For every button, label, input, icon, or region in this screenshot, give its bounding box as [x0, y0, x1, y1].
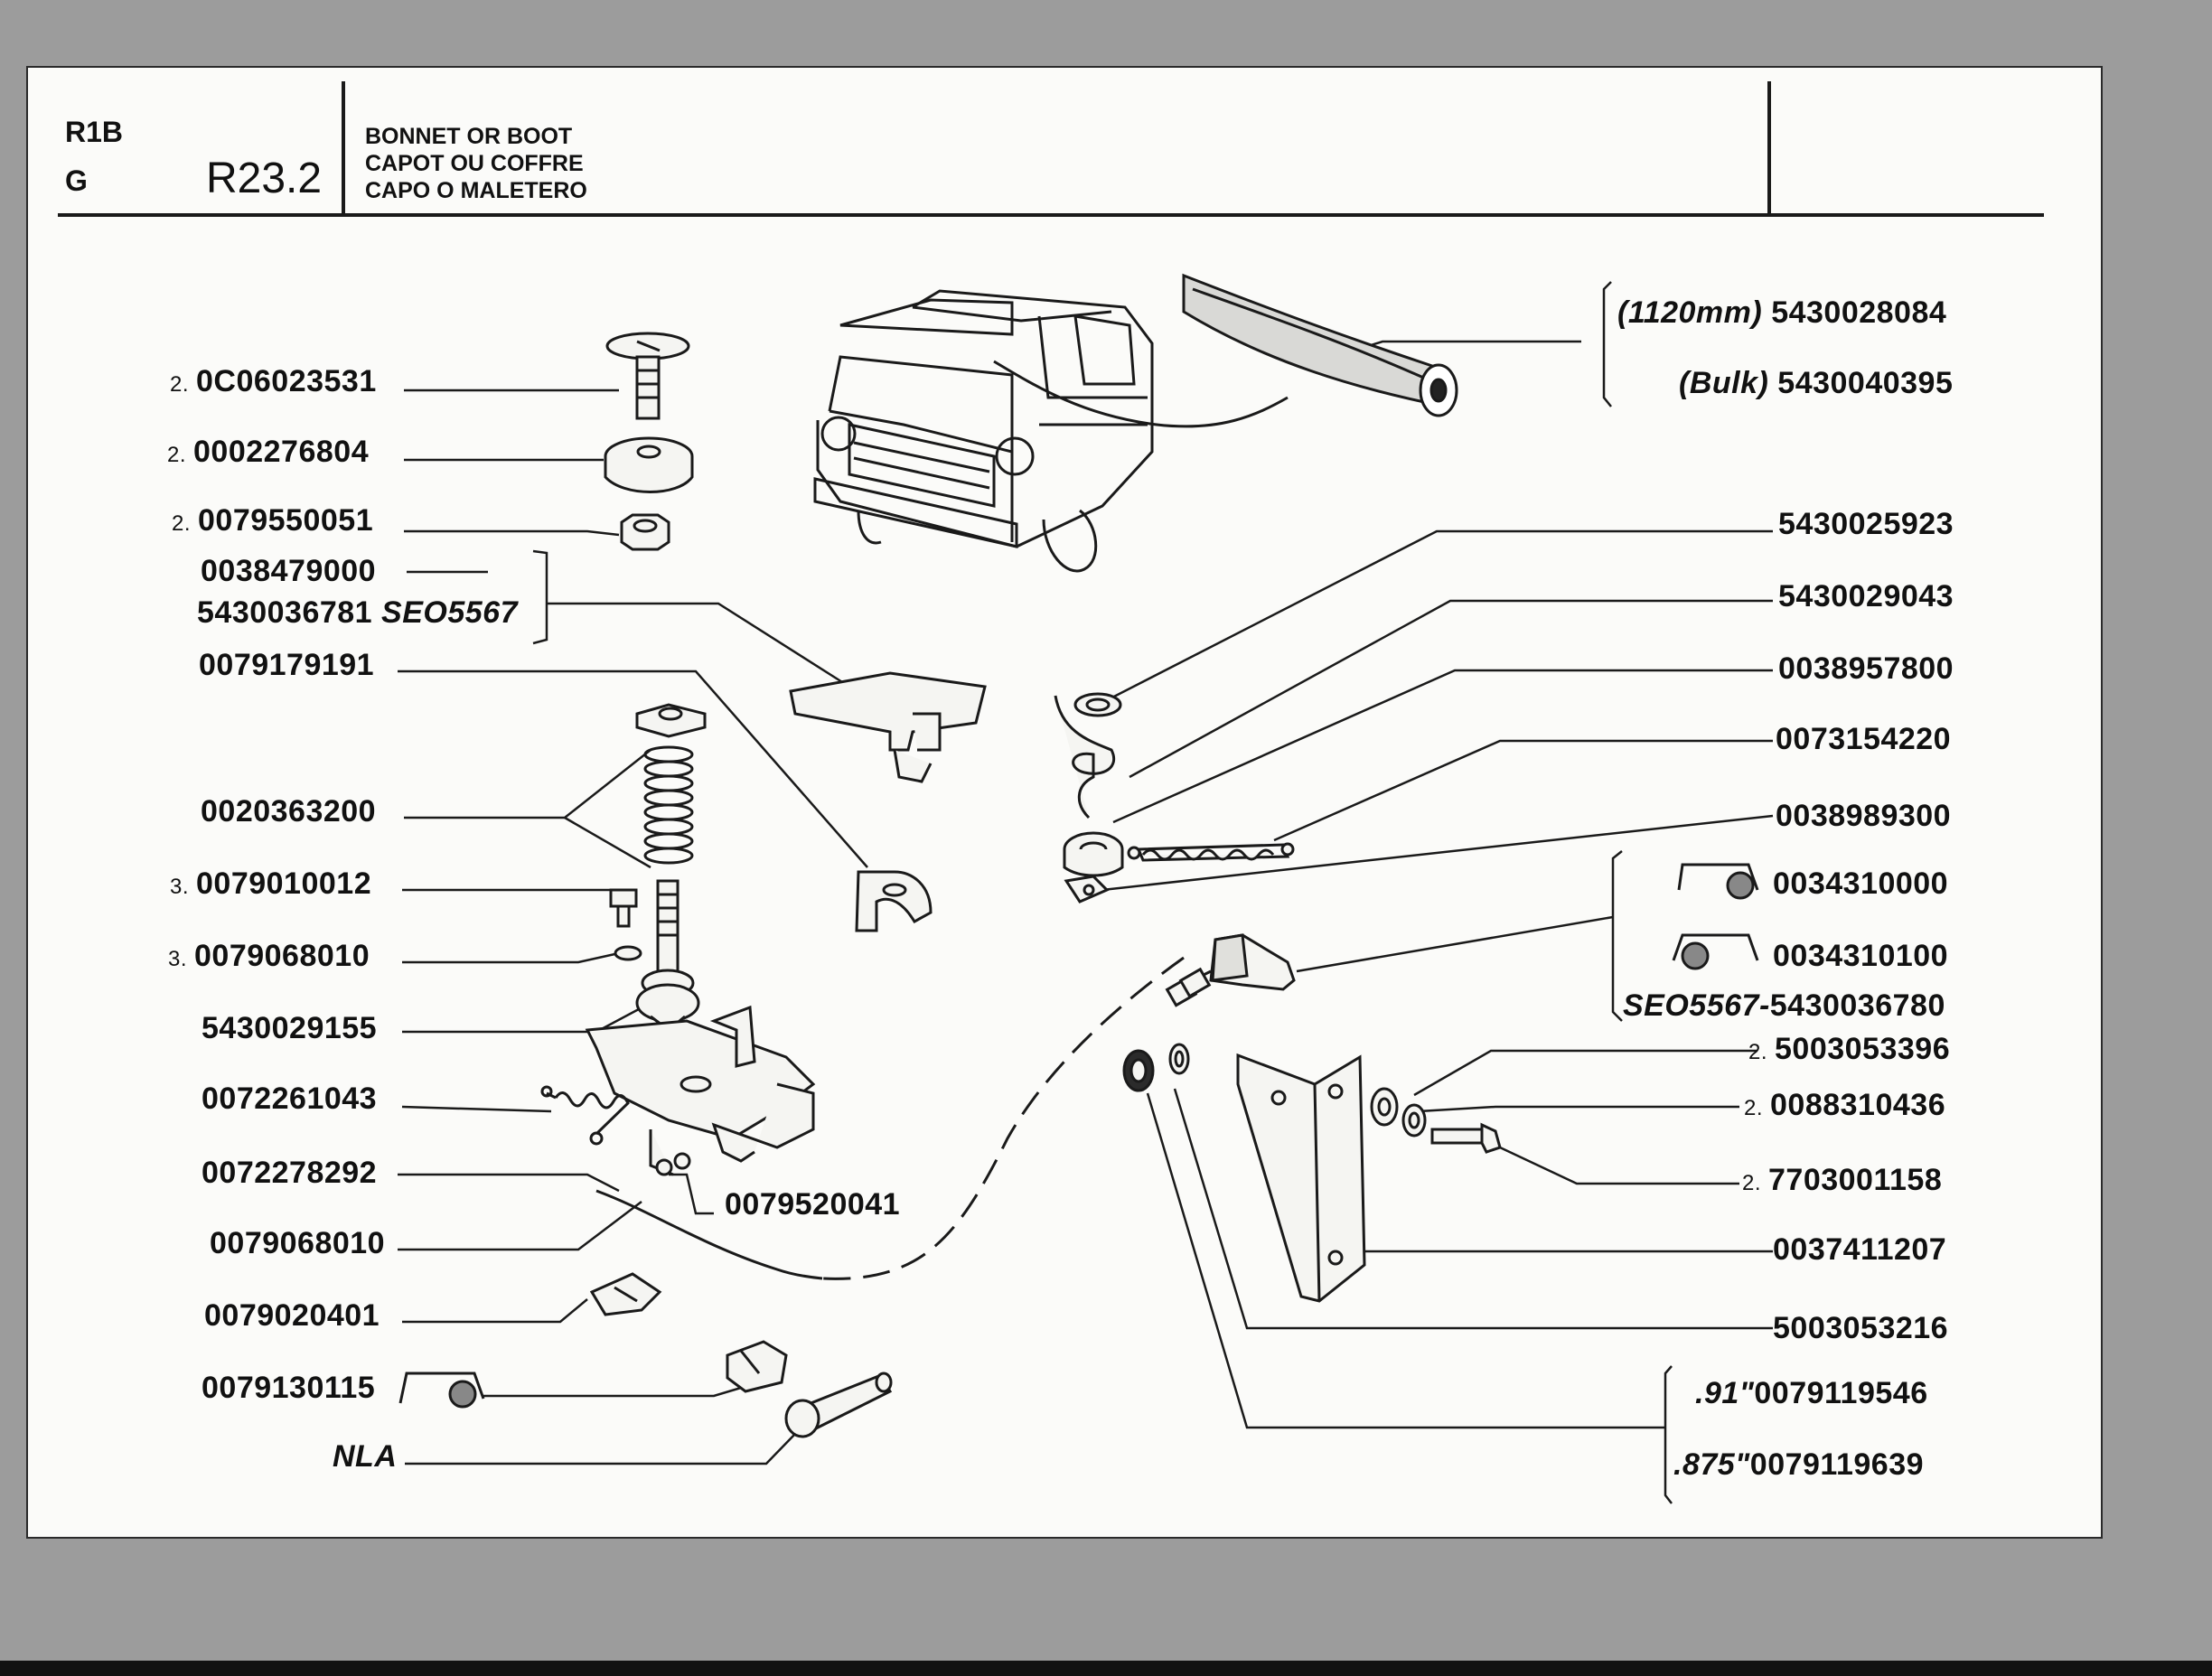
part-label: 5430029155: [202, 1011, 378, 1045]
bonnet-bracket-part: [789, 671, 987, 783]
pin-part: [784, 1372, 893, 1438]
part-label: 0072261043: [202, 1081, 378, 1116]
part-label: (Bulk) 5430040395: [1679, 366, 1954, 400]
part-label: 0037411207: [1773, 1232, 1947, 1267]
part-label: 0034310000: [1773, 866, 1949, 901]
part-label: 5003053216: [1773, 1311, 1949, 1345]
left-hardware: [604, 332, 694, 551]
part-label: 2.0079550051: [172, 503, 374, 538]
title-fr: CAPOT OU COFFRE: [365, 151, 584, 176]
prop-rod-parts: [1054, 692, 1295, 904]
part-label: (1120mm) 5430028084: [1617, 295, 1947, 330]
part-label: 5430029043: [1778, 579, 1954, 613]
part-label: 2.5003053396: [1748, 1032, 1951, 1066]
seal-strip-part: [1182, 273, 1458, 417]
part-label: 2.7703001158: [1742, 1163, 1943, 1197]
release-handle-part: [1165, 933, 1296, 1007]
latch-spring-part: [540, 1085, 630, 1146]
part-label: SEO5567-5430036780: [1623, 988, 1945, 1023]
van-illustration: [813, 289, 1289, 573]
model-code: R1B: [65, 116, 124, 148]
safety-catch-part: [855, 870, 933, 932]
catalog-sheet: [26, 66, 2103, 1539]
part-label: 0020363200: [201, 794, 377, 829]
part-label: 0079068010: [210, 1226, 386, 1260]
part-label: 3.0079010012: [170, 866, 372, 901]
part-label: 0034310100: [1773, 939, 1949, 973]
title-en: BONNET OR BOOT: [365, 124, 573, 149]
bracket-fixings-part: [1370, 1087, 1502, 1154]
part-label: 0038957800: [1778, 651, 1954, 686]
scan-border: [0, 1661, 2212, 1676]
part-label: 3.0079068010: [168, 939, 370, 973]
part-label: 0079520041: [725, 1187, 901, 1222]
part-label: 0038989300: [1776, 799, 1952, 833]
part-label: 0072278292: [202, 1156, 378, 1190]
part-label: 0079179191: [199, 648, 375, 682]
part-label: 2.0002276804: [167, 435, 370, 469]
plate-number: R23.2: [206, 154, 323, 202]
grommet-icons: [398, 863, 1759, 1409]
part-label: 5430036781 SEO5567: [197, 595, 518, 630]
part-label: 5430025923: [1778, 507, 1954, 541]
clip-part: [589, 1272, 662, 1316]
part-label: .875"0079119639: [1673, 1447, 1925, 1482]
part-label: 2.0C06023531: [170, 364, 377, 398]
part-label: NLA: [333, 1439, 398, 1474]
part-label: 0079020401: [204, 1298, 380, 1333]
cable-clamp-part: [726, 1340, 788, 1393]
part-label: 0079130115: [202, 1371, 376, 1405]
handle-bracket-part: [1236, 1053, 1366, 1303]
part-label: 2.0088310436: [1744, 1088, 1946, 1122]
part-label: 0038479000: [201, 554, 377, 588]
part-label: .91"0079119546: [1695, 1376, 1928, 1410]
title-es: CAPO O MALETERO: [365, 178, 587, 203]
cable-sleeve-parts: [1122, 1043, 1190, 1092]
part-label: 0073154220: [1776, 722, 1952, 756]
grade-code: G: [65, 164, 88, 197]
latch-assembly-part: [585, 703, 816, 1176]
